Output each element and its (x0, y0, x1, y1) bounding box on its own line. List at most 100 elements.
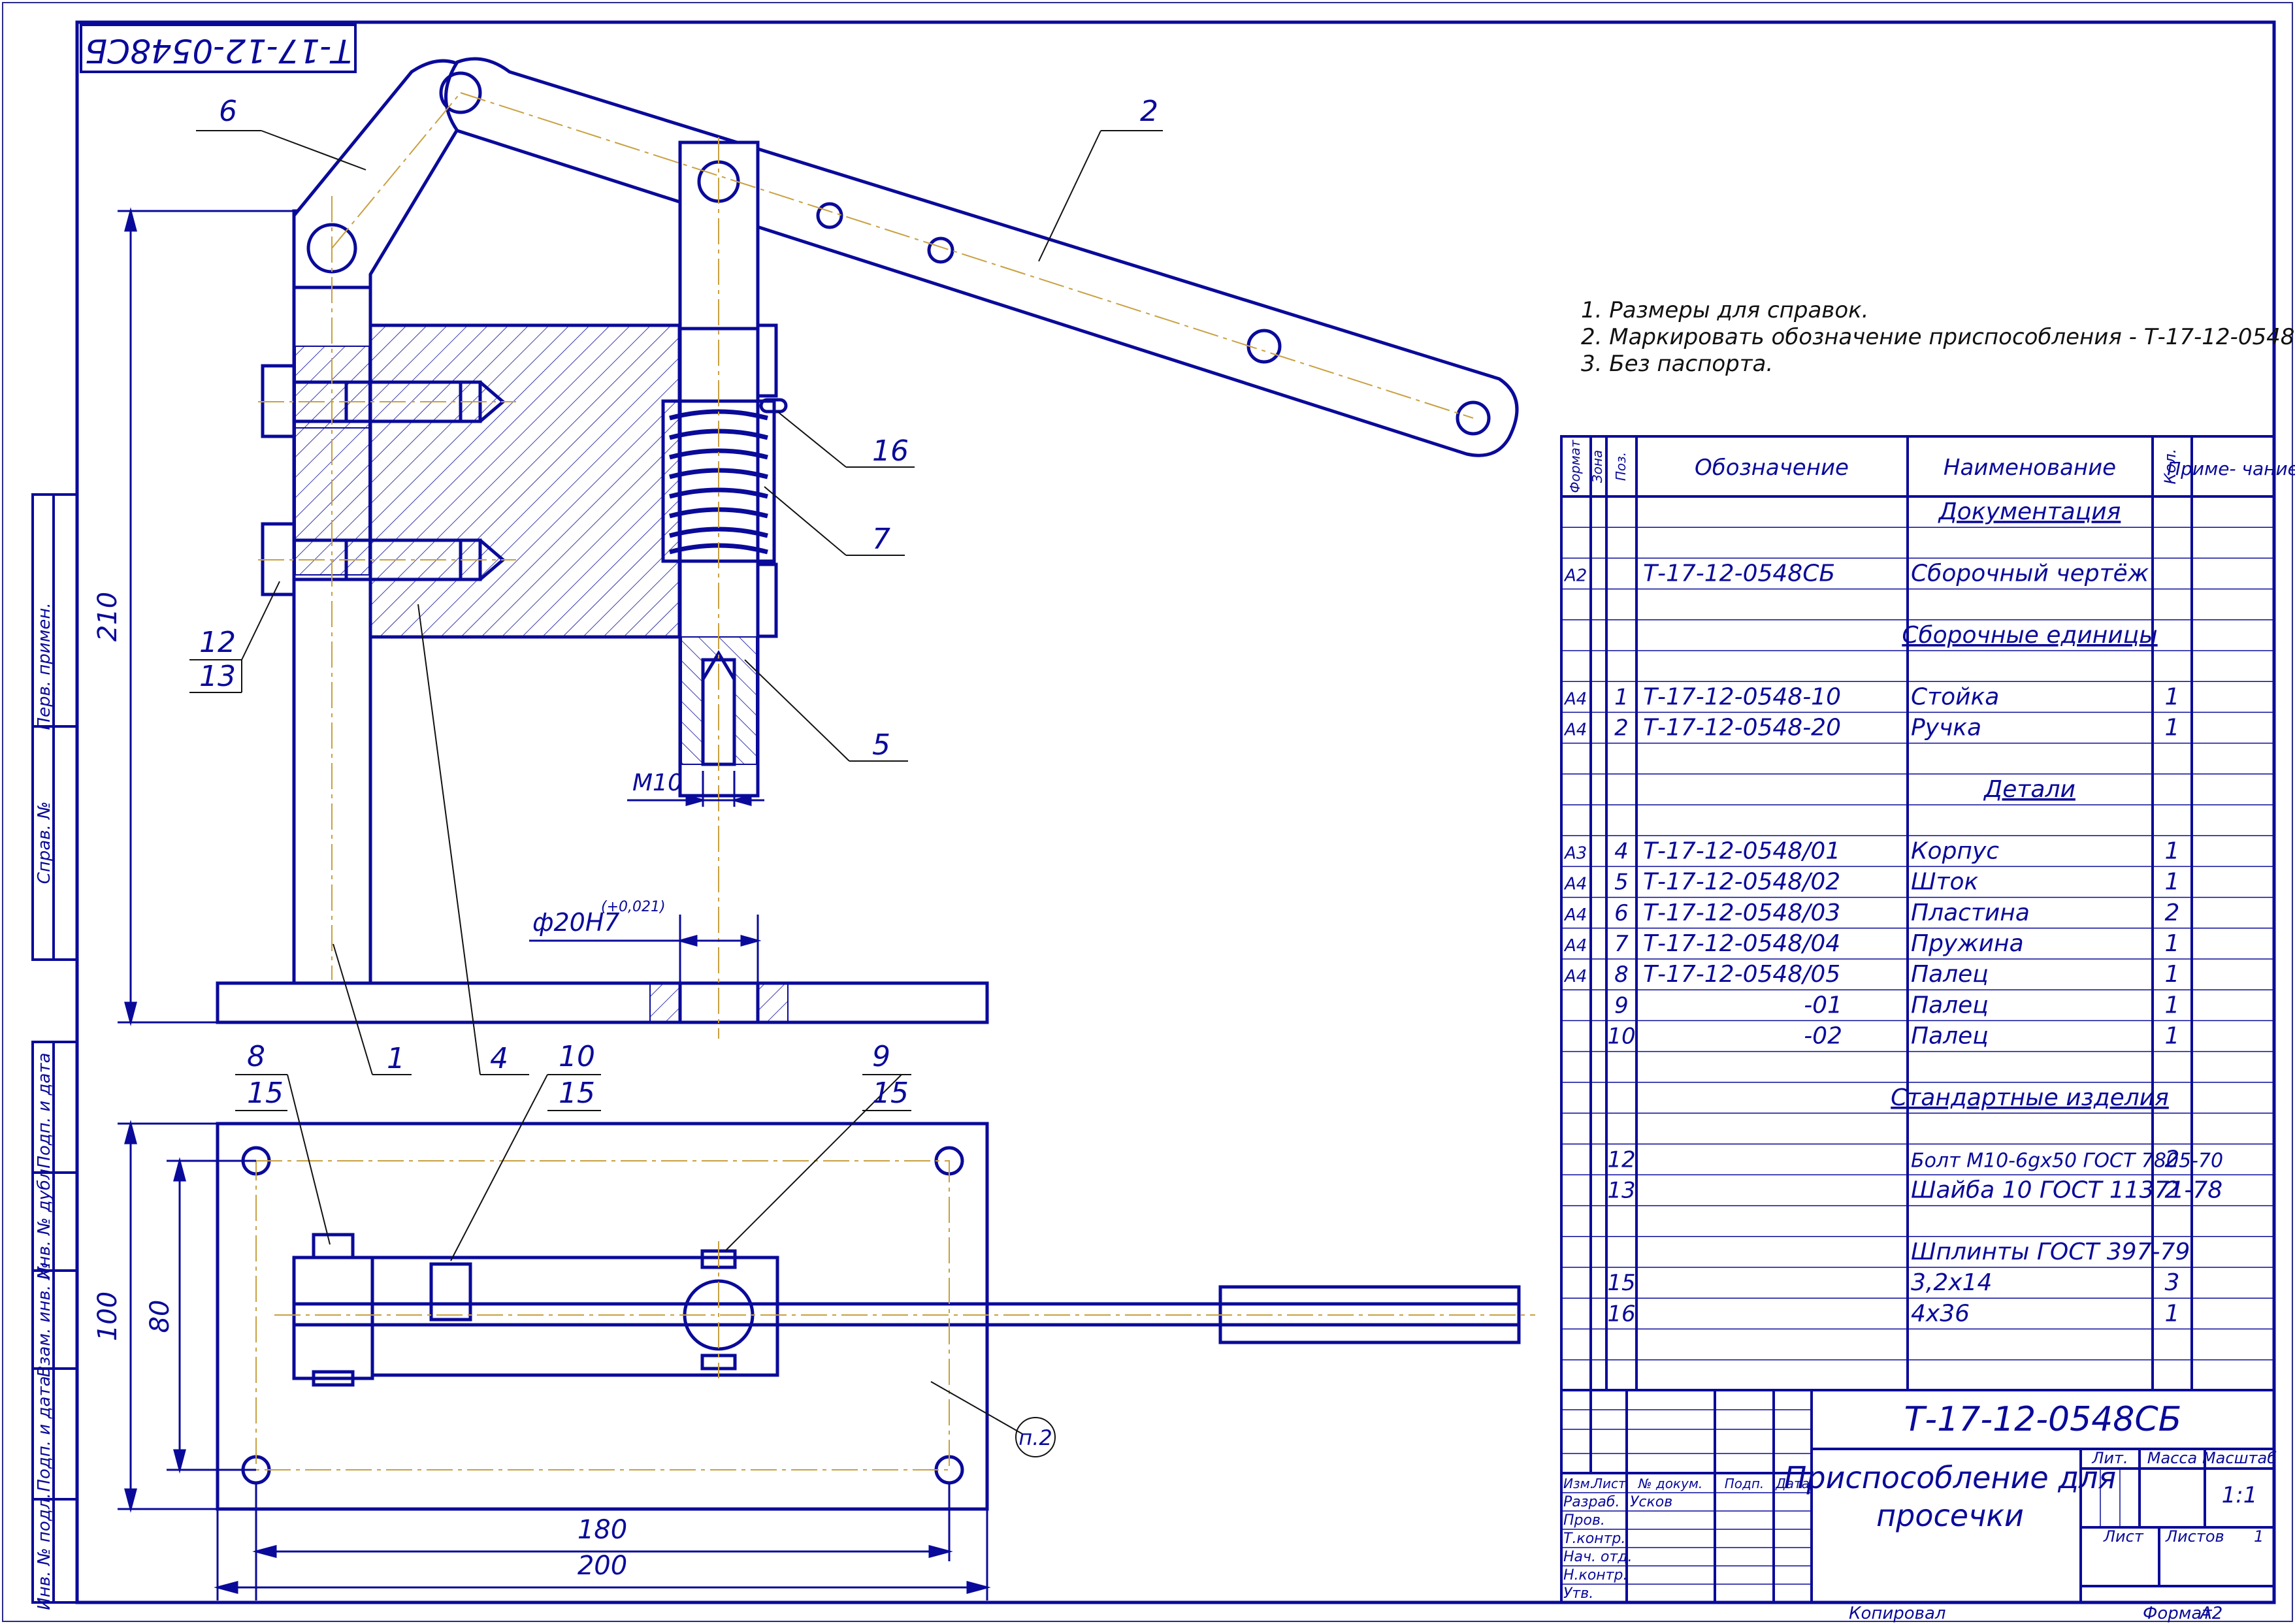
body-housing (368, 323, 681, 639)
footer-copied: Копировал (1849, 1604, 1946, 1623)
top-view-centerlines (255, 1160, 1535, 1470)
body-right-flange-bot (756, 562, 778, 638)
spec-header-designation: Обозначение (1695, 455, 1849, 481)
spec-row-qty: 1 (2165, 930, 2180, 957)
spec-row-pos: 8 (1614, 962, 1629, 988)
spec-row-qty: 1 (2165, 1023, 2180, 1050)
rotated-stamp: Т-17-12-0548СБ (80, 24, 357, 73)
spec-row-pos: 1 (1614, 684, 1629, 710)
spec-row-qty: 1 (2165, 1300, 2180, 1327)
callout-16: 16 (872, 434, 909, 468)
title-block-text: Т-17-12-0548СБ Приспособление для просеч… (1563, 1400, 2277, 1602)
callout-13: 13 (199, 660, 236, 693)
tb-listov-value: 1 (2254, 1527, 2264, 1546)
spec-row-qty: 2 (2165, 1146, 2180, 1173)
side-stamp (31, 493, 78, 1604)
callout-15-b: 15 (559, 1077, 595, 1110)
spec-row-format: A4 (1563, 905, 1587, 925)
spec-row-designation: Т-17-12-0548/03 (1643, 900, 1840, 926)
spec-row-designation: -02 (1804, 1023, 1842, 1050)
spec-row-pos: 9 (1614, 992, 1629, 1018)
spec-row-format: A4 (1563, 936, 1587, 956)
spec-row-qty: 1 (2165, 715, 2180, 741)
tb-tkontr: Т.контр. (1563, 1531, 1625, 1547)
spec-row-qty: 1 (2165, 961, 2180, 988)
callout-15-a: 15 (247, 1077, 284, 1110)
side-label-podp1: Подп. и дата (35, 1052, 54, 1168)
spec-row-designation: Т-17-12-0548/05 (1643, 961, 1840, 988)
spec-row-pos: 5 (1614, 869, 1629, 896)
tb-col-doc: № докум. (1638, 1476, 1703, 1491)
front-view (216, 57, 1519, 1024)
spec-row-name: Шплинты ГОСТ 397-79 (1911, 1239, 2190, 1265)
tb-lit: Лит. (2091, 1449, 2128, 1467)
spec-row-name: Шток (1911, 869, 1978, 896)
top-body (370, 1256, 779, 1377)
note-1: 1. Размеры для справок. (1581, 297, 1869, 323)
side-label-vzam: Взам. инв. № (35, 1262, 54, 1378)
inner-frame (75, 20, 2276, 1604)
rotated-stamp-text: Т-17-12-0548СБ (85, 32, 351, 70)
spec-row-pos: 10 (1607, 1024, 1635, 1050)
tb-nach-otd: Нач. отд. (1563, 1549, 1633, 1565)
spec-row-name: Пластина (1911, 900, 2030, 926)
callout-6: 6 (219, 95, 237, 128)
side-label-perv: Перв. примен. (35, 602, 54, 730)
spec-header-note: Приме- чание (2167, 458, 2295, 479)
spec-row-name: Пружина (1911, 930, 2024, 957)
top-view (216, 1122, 1521, 1511)
spec-row-name: Болт M10-6gx50 ГОСТ 7805-70 (1911, 1149, 2223, 1172)
side-label-podp2: Подп. и дата (35, 1376, 54, 1491)
side-label-podl: Инв. № подл. (35, 1493, 54, 1610)
tb-title-line2: просечки (1876, 1498, 2024, 1533)
dim-height-210: 210 (93, 592, 123, 641)
callout-2: 2 (1140, 95, 1158, 128)
spec-row-name: 3,2x14 (1911, 1269, 1992, 1296)
tb-col-date: Дата (1775, 1476, 1810, 1491)
front-dimensions (118, 207, 764, 1026)
technical-notes: 1. Размеры для справок. 2. Маркировать о… (1581, 297, 2295, 377)
spec-row-format: A4 (1563, 875, 1587, 894)
tb-title-line1: Приспособление для (1784, 1460, 2116, 1495)
spec-row-designation: Т-17-12-0548-20 (1643, 715, 1841, 741)
spec-section-title: Сборочные единицы (1902, 622, 2157, 649)
tb-razrab: Разраб. (1563, 1494, 1620, 1510)
spec-row-name: Шайба 10 ГОСТ 11371-78 (1911, 1177, 2222, 1204)
callout-1: 1 (387, 1042, 405, 1075)
tb-col-podp: Подп. (1725, 1476, 1765, 1491)
spec-row-format: A4 (1563, 967, 1587, 986)
base-plate-hatch-right (757, 983, 789, 1023)
spec-row-lines (1561, 527, 2274, 1391)
top-base-plate (216, 1122, 989, 1511)
footer: Копировал Формат A2 (1849, 1604, 2222, 1623)
dim-fit-tol: (+0,021) (601, 899, 666, 915)
tb-nkontr: Н.контр. (1563, 1567, 1627, 1583)
tb-utv: Утв. (1563, 1585, 1593, 1602)
spec-row-qty: 1 (2165, 837, 2180, 864)
spec-row-pos: 12 (1607, 1146, 1635, 1173)
dim-depth-100: 100 (93, 1291, 123, 1341)
spec-row-format: A4 (1563, 721, 1587, 740)
title-block-grid (1560, 1389, 2275, 1604)
spec-row-pos: 13 (1607, 1178, 1635, 1204)
callout-7: 7 (872, 523, 890, 556)
spec-row-qty: 2 (2165, 900, 2180, 926)
spec-row-format: A4 (1563, 689, 1587, 709)
callout-labels: 6 2 16 7 5 12 13 1 4 8 15 10 15 9 15 п.2 (199, 95, 1158, 1450)
spec-row-pos: 6 (1614, 900, 1629, 926)
callout-15-c: 15 (872, 1077, 909, 1110)
spec-row-designation: Т-17-12-0548/04 (1643, 930, 1840, 957)
callout-4: 4 (490, 1042, 508, 1075)
tb-list: Лист (2103, 1527, 2144, 1546)
spec-row-qty: 1 (2165, 992, 2180, 1018)
spec-header-format: Формат (1567, 439, 1583, 493)
spec-section-title: Документация (1938, 498, 2121, 525)
callout-8: 8 (247, 1040, 265, 1073)
spec-row-name: Стойка (1911, 683, 1999, 710)
spec-header-pos: Поз. (1613, 452, 1629, 481)
footer-format: Формат (2143, 1604, 2212, 1623)
callout-p2: п.2 (1018, 1425, 1052, 1450)
spec-row-designation: Т-17-12-0548-10 (1643, 683, 1841, 710)
